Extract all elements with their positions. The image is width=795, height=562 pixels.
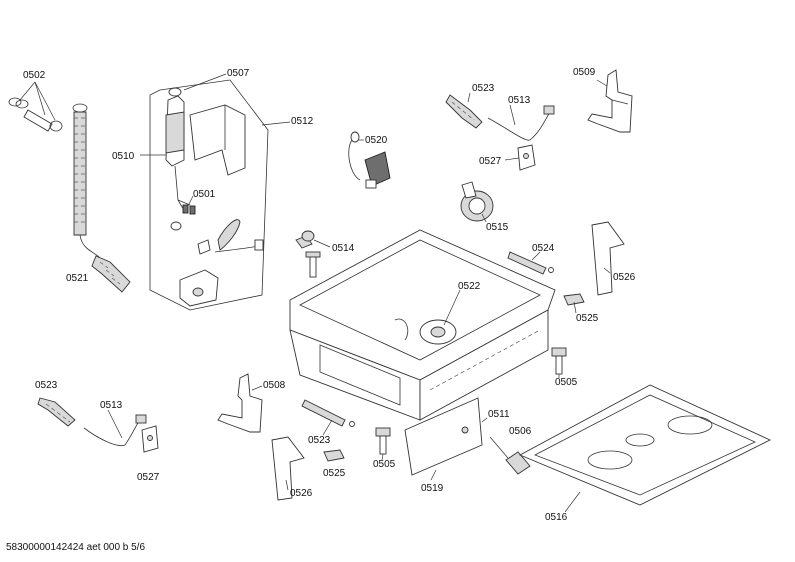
part-0523-rod-bottom — [301, 399, 355, 427]
document-id-footer: 58300000142424 aet 000 b 5/6 — [6, 542, 146, 553]
part-0508-bracket-left — [217, 373, 263, 433]
part-0505-foot-bottom — [375, 427, 391, 455]
label-0525-top: 0525 — [576, 313, 599, 324]
part-0519-front-panel — [404, 397, 483, 476]
label-0505-bottom: 0505 — [373, 459, 396, 470]
label-0502: 0502 — [23, 70, 46, 81]
part-0502-clamps — [8, 81, 63, 132]
label-0526-bottom: 0526 — [290, 488, 313, 499]
label-0506: 0506 — [509, 426, 532, 437]
label-0501: 0501 — [193, 189, 216, 200]
part-0521-drain-hose — [72, 103, 131, 293]
part-0513-cable-left — [83, 414, 147, 447]
part-0527-connector-top — [517, 144, 536, 171]
label-0513-top: 0513 — [508, 95, 531, 106]
part-main-base-frame — [289, 229, 556, 421]
part-0526-cover-top — [591, 221, 625, 296]
label-0509: 0509 — [573, 67, 596, 78]
label-0526-top: 0526 — [613, 272, 636, 283]
part-0509-bracket-top — [587, 69, 633, 133]
part-0523-heating-element-left — [37, 397, 76, 427]
label-0520: 0520 — [365, 135, 388, 146]
label-0519: 0519 — [421, 483, 444, 494]
part-0524-rod — [507, 251, 554, 275]
label-0523-bottom: 0523 — [308, 435, 331, 446]
part-0501-cable — [170, 219, 264, 255]
label-0511: 0511 — [488, 409, 510, 420]
label-0505-right: 0505 — [555, 377, 578, 388]
label-0527-left: 0527 — [137, 472, 160, 483]
label-0512: 0512 — [291, 116, 314, 127]
label-0510: 0510 — [112, 151, 135, 162]
part-0513-cable-top — [487, 105, 555, 141]
part-0505-foot-right — [551, 347, 567, 375]
part-0525-block-bottom — [323, 449, 345, 462]
part-0510-valve — [165, 87, 196, 215]
part-0523-heating-element-top — [445, 94, 483, 129]
label-0522: 0522 — [458, 281, 481, 292]
label-0516: 0516 — [545, 512, 568, 523]
label-0514: 0514 — [332, 243, 355, 254]
part-0525-block-top — [563, 293, 585, 306]
label-0525-bottom: 0525 — [323, 468, 346, 479]
label-0521: 0521 — [66, 273, 89, 284]
label-0513-left: 0513 — [100, 400, 123, 411]
label-0523-top: 0523 — [472, 83, 495, 94]
label-0527-top: 0527 — [479, 156, 502, 167]
label-0508: 0508 — [263, 380, 286, 391]
part-0520-sensor — [348, 131, 391, 189]
leader-lines — [107, 73, 611, 513]
label-0523-left: 0523 — [35, 380, 58, 391]
part-valve-mount-plate — [179, 269, 219, 307]
part-0512-bracket — [189, 104, 246, 176]
label-0507: 0507 — [227, 68, 250, 79]
part-0506-plug — [489, 436, 531, 475]
part-0514-nut-screw — [295, 230, 321, 278]
part-0515-pump — [460, 181, 494, 222]
label-0524: 0524 — [532, 243, 555, 254]
part-0516-base-plate — [518, 384, 772, 506]
valve-group-outline — [149, 79, 269, 311]
label-0515: 0515 — [486, 222, 509, 233]
part-0527-connector-left — [141, 425, 159, 453]
part-0526-cover-bottom — [271, 436, 305, 501]
